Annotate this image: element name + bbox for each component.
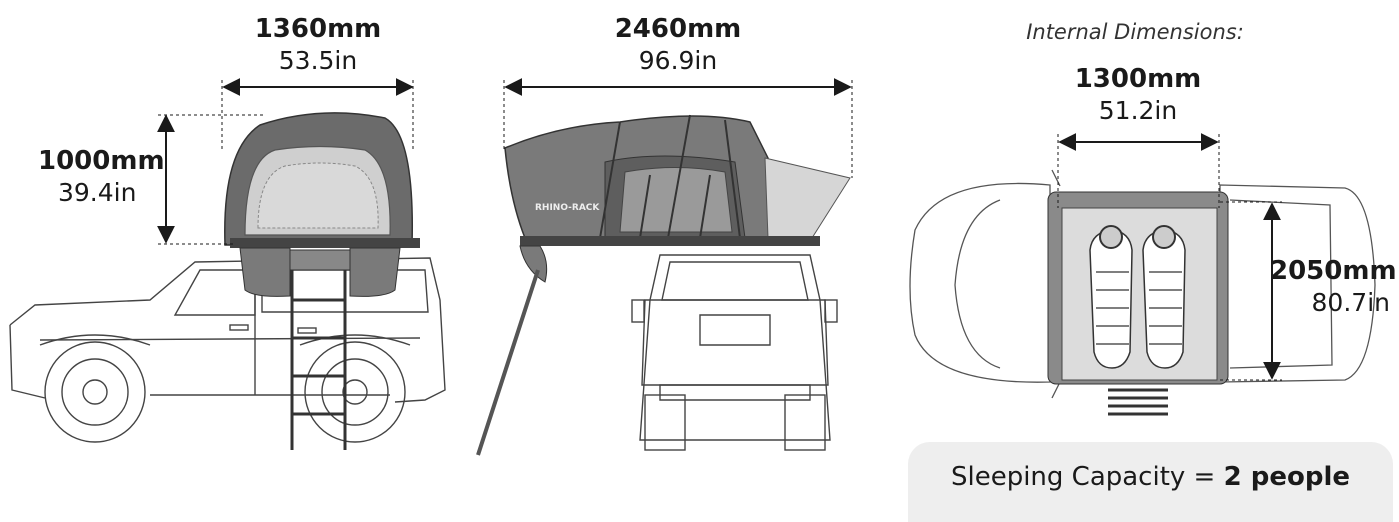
side-height-mm: 1000mm [38,146,165,176]
sleeping-capacity-box: Sleeping Capacity = 2 people [908,442,1393,522]
rear-length-in: 96.9in [638,46,718,75]
internal-dimensions-heading: Internal Dimensions: [1026,20,1244,44]
sleeping-capacity-text: Sleeping Capacity = 2 people [908,462,1393,492]
top-dimension-lines [1057,133,1282,381]
top-tent-drawing [1047,191,1229,416]
internal-length-mm: 2050mm [1270,256,1397,286]
side-width-in: 53.5in [278,46,358,75]
internal-width-in: 51.2in [1098,96,1178,125]
internal-width-mm: 1300mm [1074,64,1202,94]
brand-text: RHINO-RACK [535,203,600,213]
sleeping-capacity-value: 2 people [1223,462,1351,492]
rear-length-mm: 2460mm [614,14,742,44]
rear-dimension-lines [503,78,853,178]
internal-length-in: 80.7in [1311,288,1390,317]
side-dimension-lines [157,78,414,245]
side-tent-drawing [224,112,420,450]
rear-vehicle-drawing [631,254,838,451]
side-height-in: 39.4in [58,178,137,207]
side-width-mm: 1360mm [254,14,382,44]
rear-tent-drawing: RHINO-RACK [476,114,851,456]
sleeping-capacity-label: Sleeping Capacity = [950,462,1224,492]
side-vehicle-drawing [9,257,446,443]
